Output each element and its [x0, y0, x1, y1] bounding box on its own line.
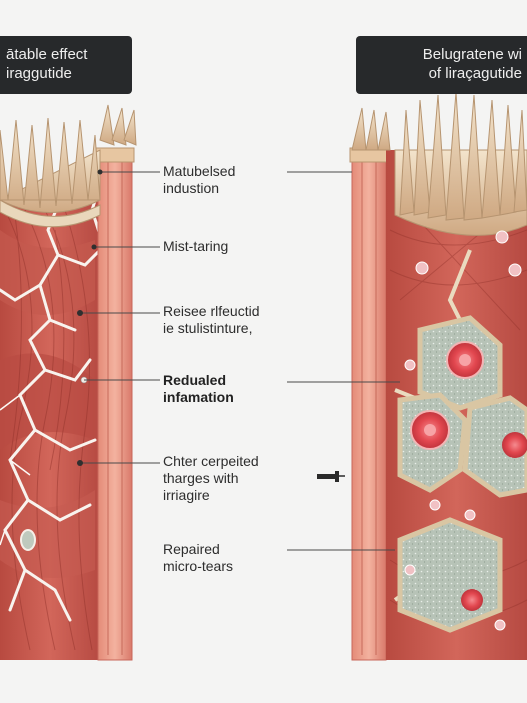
callout-induction-line1: Matubelsed: [163, 163, 236, 179]
fine-tears: [0, 394, 31, 546]
callout-tearing-line1: Mist-taring: [163, 238, 229, 254]
right-panel-title-line1: Belugratene wi: [422, 46, 522, 63]
callout-structure-line1: Reisee rlfeuctid: [163, 303, 260, 319]
callout-tearing: Mist-taring: [163, 238, 228, 255]
tendon-fringe-right: [351, 91, 527, 221]
left-panel-title-line2: iraggutide: [6, 65, 72, 82]
right-muscle-panel: [349, 91, 527, 661]
callout-induction-line2: industion: [163, 180, 220, 196]
tendon-fringe-left: [0, 104, 137, 213]
callout-repaired-line2: micro-tears: [163, 558, 234, 574]
left-muscle-panel: [0, 104, 137, 661]
callout-inflammation-line1: Redualed: [163, 372, 227, 388]
callout-repaired: Repaired micro-tears: [163, 541, 233, 575]
callout-repaired-line1: Repaired: [163, 541, 220, 557]
callout-changes-line2: tharges with: [163, 470, 239, 486]
callout-changes: Chter cerpeited tharges with irriagire: [163, 453, 259, 504]
callout-changes-line1: Chter cerpeited: [163, 453, 259, 469]
callout-structure: Reisee rlfeuctid ie stulistinture,: [163, 303, 260, 337]
callout-inflammation-line2: infamation: [163, 389, 234, 405]
left-panel-title: ātable effect iraggutide: [0, 36, 132, 94]
callout-changes-line3: irriagire: [163, 487, 210, 503]
callout-structure-line2: ie stulistinture,: [163, 320, 253, 336]
healing-cells: [404, 230, 527, 631]
right-panel-title-line2: of liraçagutide: [428, 65, 522, 82]
left-panel-title-line1: ātable effect: [6, 46, 88, 63]
leader-lines: [80, 171, 400, 551]
arrow-right-icon: [317, 471, 345, 482]
callout-inflammation: Redualed infamation: [163, 372, 234, 406]
callout-induction: Matubelsed industion: [163, 163, 235, 197]
right-panel-title: Belugratene wi of liraçagutide: [356, 36, 527, 94]
